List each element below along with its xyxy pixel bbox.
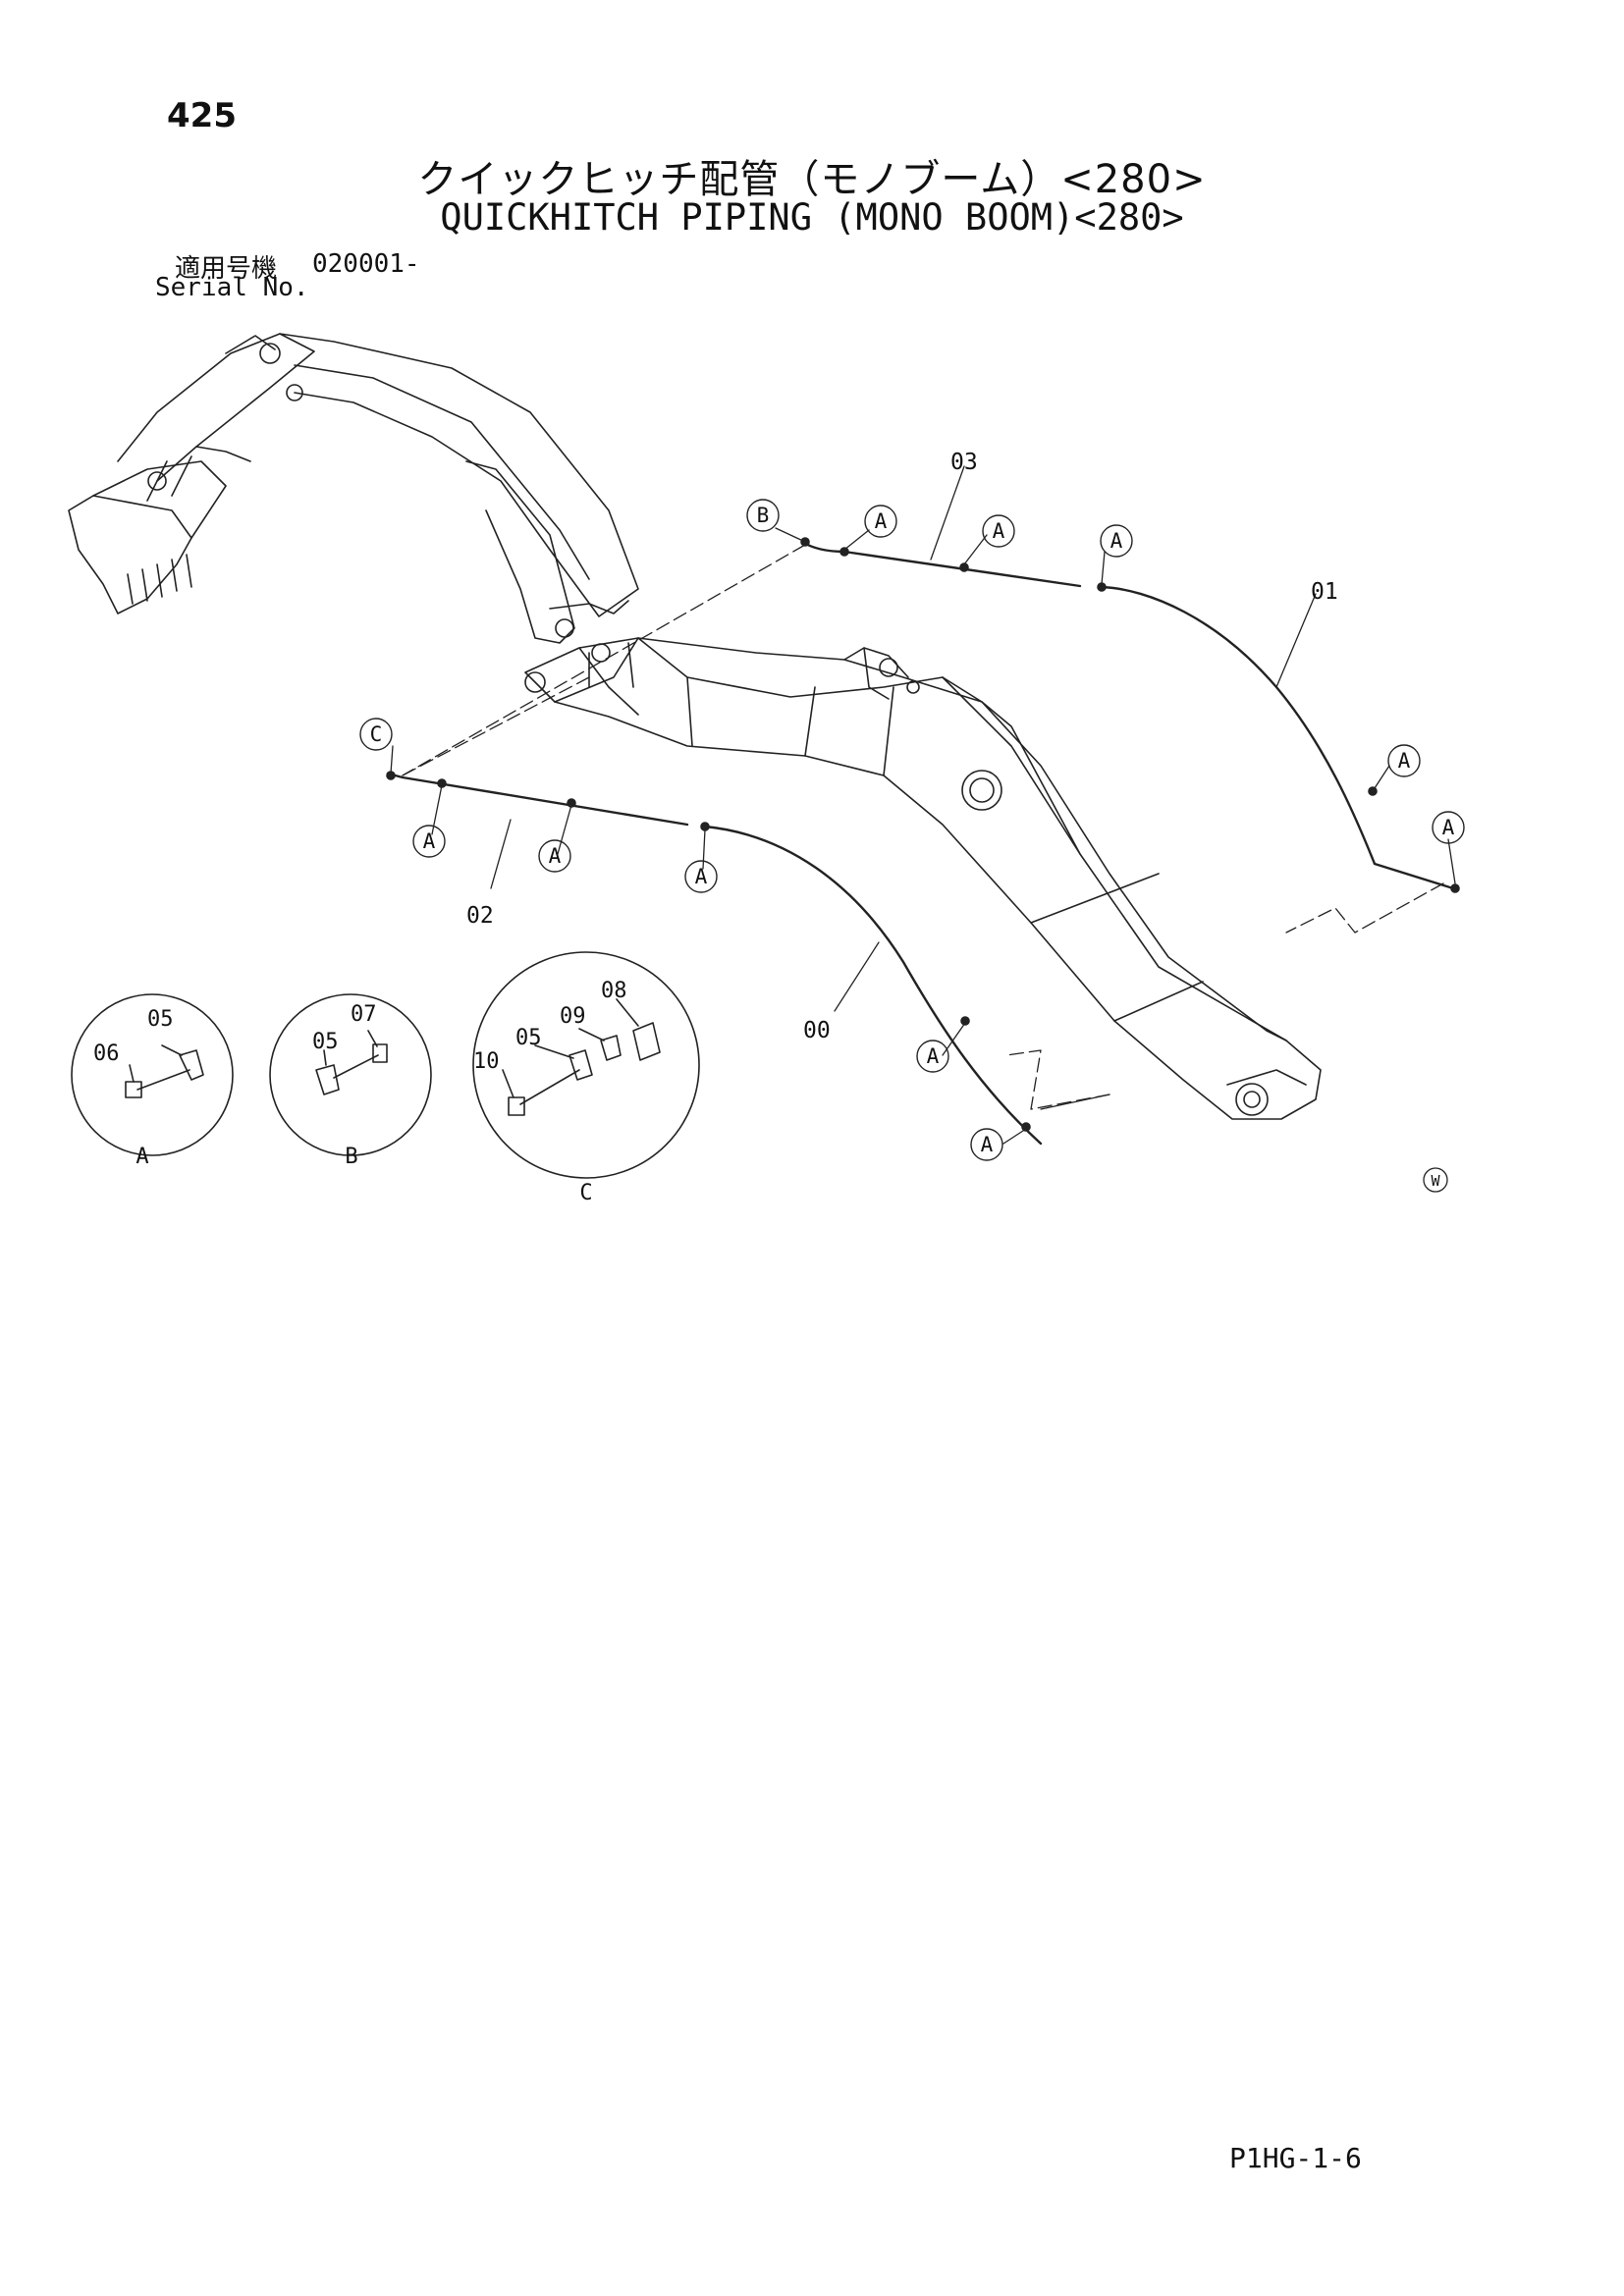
part-label-01: 01 xyxy=(1311,579,1338,605)
detail-views xyxy=(71,951,700,1179)
serial-value: 020001- xyxy=(312,249,420,279)
part-label-03: 03 xyxy=(950,450,978,475)
detail-c-label-10: 10 xyxy=(473,1049,500,1074)
detail-circle-a xyxy=(71,993,234,1156)
callout-a: A xyxy=(423,829,436,853)
page-number: 425 xyxy=(167,96,237,135)
callout-circles xyxy=(359,499,1465,1161)
detail-c-id: C xyxy=(579,1181,592,1205)
callout-a: A xyxy=(1442,816,1455,839)
leader-lines xyxy=(402,544,1444,1110)
title-english: QUICKHITCH PIPING (MONO BOOM)<280> xyxy=(440,196,1184,239)
detail-c-label-08: 08 xyxy=(601,979,627,1003)
serial-label-japanese: 適用号機 xyxy=(175,254,278,284)
detail-c-label-09: 09 xyxy=(560,1004,586,1029)
pipe-02 xyxy=(386,772,689,827)
footer-code: P1HG-1-6 xyxy=(1229,2142,1362,2174)
detail-a-id: A xyxy=(135,1145,148,1169)
part-numbers: 03 01 02 00 xyxy=(466,450,1338,1043)
pipe-01 xyxy=(1100,585,1455,890)
detail-a-label-06: 06 xyxy=(93,1041,120,1066)
boom-illustration xyxy=(524,637,1322,1120)
detail-b-label-05: 05 xyxy=(312,1030,339,1054)
callout-b: B xyxy=(757,504,770,527)
callout-a: A xyxy=(875,509,888,533)
detail-c-label-05: 05 xyxy=(515,1026,542,1050)
callout-a: A xyxy=(1398,749,1411,773)
part-label-00: 00 xyxy=(803,1018,831,1043)
excavator-arm-illustration xyxy=(68,333,639,644)
callout-a: A xyxy=(981,1133,994,1156)
callout-leaders xyxy=(390,465,1456,1145)
serial-label-english: Serial No. xyxy=(155,273,309,302)
pipe-00 xyxy=(703,825,1043,1146)
detail-b-label-07: 07 xyxy=(351,1002,377,1027)
circled-w-mark: W xyxy=(1423,1167,1448,1193)
title-japanese: クイックヒッチ配管（モノブーム）<280> xyxy=(417,157,1207,202)
part-label-02: 02 xyxy=(466,903,494,929)
callout-letters: B A A A A A C A A A A A xyxy=(370,504,1455,1156)
detail-circle-b xyxy=(269,993,432,1156)
detail-circle-c xyxy=(472,951,700,1179)
detail-a-label-05: 05 xyxy=(147,1007,174,1032)
callout-c: C xyxy=(370,722,383,746)
callout-a: A xyxy=(549,844,562,868)
callout-a: A xyxy=(993,519,1005,543)
detail-labels: 05 06 A 05 07 B 08 09 05 10 C xyxy=(93,979,627,1205)
callout-a: A xyxy=(695,865,708,888)
clamps xyxy=(386,537,1460,1132)
detail-b-id: B xyxy=(345,1145,357,1169)
svg-text:W: W xyxy=(1431,1172,1440,1190)
callout-a: A xyxy=(927,1044,940,1068)
callout-a: A xyxy=(1110,529,1123,553)
